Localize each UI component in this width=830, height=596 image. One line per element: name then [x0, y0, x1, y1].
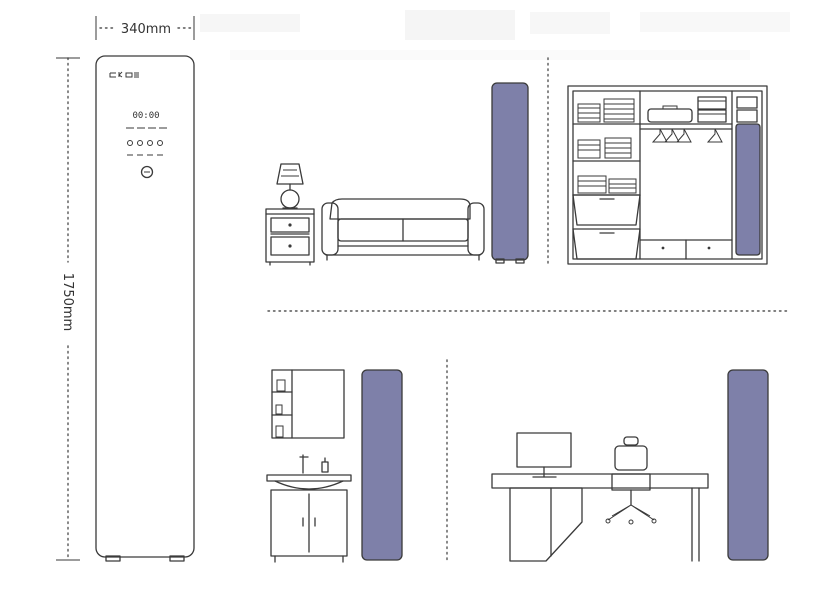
- wardrobe-drawers: [572, 194, 641, 260]
- scene-office: [491, 369, 769, 562]
- scene-wardrobe: [567, 85, 768, 265]
- desk-icon: [491, 473, 709, 562]
- table-lamp-icon: [276, 163, 304, 209]
- device-front-view: 00:00: [95, 55, 195, 562]
- scene-bathroom: [266, 369, 403, 563]
- scene-living-room: [265, 82, 529, 266]
- mirror-cabinet-icon: [271, 369, 345, 439]
- height-dimension: 1750mm: [56, 57, 80, 561]
- brand-logo: [109, 71, 139, 78]
- function-icons-row: [127, 140, 163, 146]
- sofa-icon: [321, 198, 485, 261]
- width-label: 340mm: [121, 22, 171, 37]
- height-label: 1750mm: [60, 273, 75, 331]
- clothes-hangers-icon: [651, 128, 723, 143]
- storage-boxes-icon: [697, 96, 758, 123]
- suitcase-icon: [647, 105, 693, 123]
- device-unit-wardrobe: [735, 123, 761, 256]
- office-chair-icon: [605, 436, 657, 525]
- nightstand-icon: [265, 208, 315, 266]
- device-unit-office: [727, 369, 769, 561]
- folded-clothes-icon: [577, 98, 637, 194]
- device-unit-bathroom: [361, 369, 403, 561]
- power-button-icon: [140, 165, 154, 179]
- monitor-icon: [516, 432, 572, 478]
- sink-vanity-icon: [266, 454, 352, 563]
- faint-background-lettering: [200, 10, 790, 60]
- display-digits: 00:00: [132, 111, 159, 121]
- width-dimension: 340mm: [95, 16, 195, 40]
- device-unit-living-room: [491, 82, 529, 264]
